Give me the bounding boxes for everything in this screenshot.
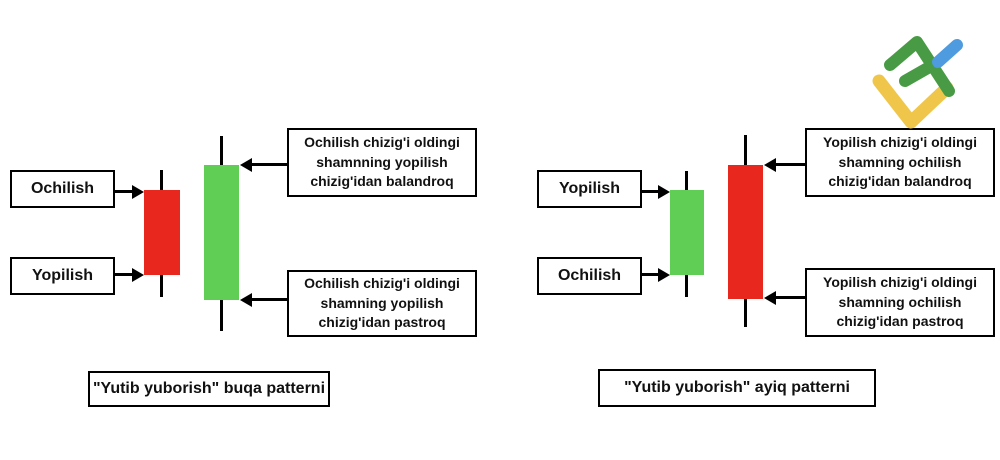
left-note-bottom-box: Ochilish chizig'i oldingi shamning yopil… bbox=[287, 270, 477, 337]
left-close-label-box: Yopilish bbox=[10, 257, 115, 295]
left-bearish-candle-body bbox=[144, 190, 180, 275]
right-note-bottom-text: Yopilish chizig'i oldingi shamning ochil… bbox=[823, 274, 977, 330]
arrow-line bbox=[115, 190, 136, 193]
arrow-line bbox=[248, 298, 287, 301]
left-note-top-box: Ochilish chizig'i oldingi shamnning yopi… bbox=[287, 128, 477, 197]
arrow-head-left-icon bbox=[240, 293, 252, 307]
litefinance-logo-icon bbox=[872, 36, 963, 129]
right-note-bottom-arrow bbox=[764, 291, 805, 305]
arrow-line bbox=[772, 163, 805, 166]
arrow-head-left-icon bbox=[240, 158, 252, 172]
arrow-head-left-icon bbox=[764, 291, 776, 305]
right-caption-text: "Yutib yuborish" ayiq patterni bbox=[624, 379, 850, 396]
left-close-arrow bbox=[115, 268, 144, 282]
logo-blue-stroke bbox=[932, 39, 963, 68]
right-close-arrow bbox=[642, 185, 670, 199]
right-open-label-box: Ochilish bbox=[537, 257, 642, 295]
left-note-top-text: Ochilish chizig'i oldingi shamnning yopi… bbox=[304, 134, 460, 190]
arrow-line bbox=[248, 163, 287, 166]
left-note-bottom-arrow bbox=[240, 293, 287, 307]
arrow-head-right-icon bbox=[132, 185, 144, 199]
logo-green-stroke bbox=[884, 36, 955, 97]
right-bullish-candle-lower-wick bbox=[685, 275, 688, 297]
arrow-head-right-icon bbox=[132, 268, 144, 282]
right-close-label-box: Yopilish bbox=[537, 170, 642, 208]
right-open-arrow bbox=[642, 268, 670, 282]
logo-yellow-check bbox=[872, 74, 954, 129]
arrow-line bbox=[642, 190, 662, 193]
right-close-label: Yopilish bbox=[558, 180, 621, 197]
right-bearish-candle-upper-wick bbox=[744, 135, 747, 165]
right-bullish-candle-upper-wick bbox=[685, 171, 688, 190]
logo-green-middle-arm bbox=[899, 59, 939, 87]
arrow-head-left-icon bbox=[764, 158, 776, 172]
left-open-arrow bbox=[115, 185, 144, 199]
right-note-top-arrow bbox=[764, 158, 805, 172]
right-open-label: Ochilish bbox=[557, 267, 622, 284]
right-bullish-candle-body bbox=[670, 190, 704, 275]
arrow-line bbox=[115, 273, 136, 276]
left-note-top-arrow bbox=[240, 158, 287, 172]
left-bearish-candle-upper-wick bbox=[160, 170, 163, 190]
left-open-label: Ochilish bbox=[30, 180, 95, 197]
left-bearish-candle-lower-wick bbox=[160, 275, 163, 297]
left-note-bottom-text: Ochilish chizig'i oldingi shamning yopil… bbox=[304, 275, 460, 331]
left-caption-text: "Yutib yuborish" buqa patterni bbox=[92, 380, 326, 397]
arrow-head-right-icon bbox=[658, 185, 670, 199]
right-note-top-text: Yopilish chizig'i oldingi shamning ochil… bbox=[823, 134, 977, 190]
arrow-line bbox=[642, 273, 662, 276]
right-note-top-box: Yopilish chizig'i oldingi shamning ochil… bbox=[805, 128, 995, 197]
left-bullish-candle-upper-wick bbox=[220, 136, 223, 165]
arrow-head-right-icon bbox=[658, 268, 670, 282]
left-close-label: Yopilish bbox=[31, 267, 94, 284]
arrow-line bbox=[772, 296, 805, 299]
right-bearish-candle-body bbox=[728, 165, 763, 299]
left-bullish-candle-body bbox=[204, 165, 239, 300]
left-open-label-box: Ochilish bbox=[10, 170, 115, 208]
left-caption-box: "Yutib yuborish" buqa patterni bbox=[88, 371, 330, 407]
right-caption-box: "Yutib yuborish" ayiq patterni bbox=[598, 369, 876, 407]
right-bearish-candle-lower-wick bbox=[744, 299, 747, 327]
left-bullish-candle-lower-wick bbox=[220, 300, 223, 331]
right-note-bottom-box: Yopilish chizig'i oldingi shamning ochil… bbox=[805, 268, 995, 337]
